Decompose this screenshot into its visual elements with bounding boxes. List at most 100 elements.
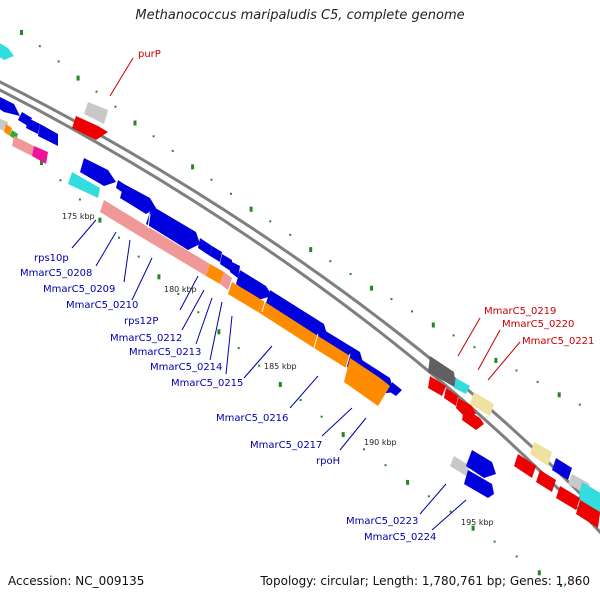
map-title: Methanococcus maripaludis C5, complete g… bbox=[135, 8, 465, 23]
gc-dot bbox=[152, 135, 155, 138]
feature-khaki bbox=[470, 392, 494, 416]
feature-pink bbox=[220, 272, 232, 290]
gc-dot bbox=[98, 217, 102, 223]
gc-dot bbox=[560, 585, 562, 587]
gc-dot bbox=[114, 105, 117, 108]
feature-blue bbox=[236, 270, 272, 300]
gc-dot bbox=[427, 495, 430, 498]
tick-label: 195 kbp bbox=[461, 518, 494, 527]
gc-dot bbox=[217, 329, 221, 335]
gc-dot bbox=[320, 415, 323, 418]
tick-label: 175 kbp bbox=[62, 212, 95, 221]
gc-dot bbox=[157, 274, 161, 280]
gc-dot bbox=[384, 464, 387, 467]
gc-dot bbox=[137, 255, 140, 258]
gc-content-track bbox=[20, 30, 581, 587]
gc-dot bbox=[278, 382, 282, 387]
feature-gray bbox=[84, 102, 108, 124]
feature-blue bbox=[116, 180, 124, 192]
gene-label: MmarC5_0213 bbox=[129, 347, 201, 358]
feature-magenta bbox=[32, 146, 48, 164]
gc-dot bbox=[177, 292, 180, 295]
gc-dot bbox=[230, 192, 232, 195]
gc-dot bbox=[349, 273, 352, 275]
feature-blue bbox=[120, 184, 156, 214]
feature-blue bbox=[26, 118, 40, 134]
feature-blue bbox=[466, 450, 496, 478]
gc-dot bbox=[258, 364, 261, 367]
feature-orange bbox=[314, 336, 350, 368]
gc-dot bbox=[494, 357, 498, 363]
feature-cyan bbox=[454, 378, 470, 394]
gene-label: MmarC5_0220 bbox=[502, 319, 574, 330]
feature-blue bbox=[210, 246, 222, 262]
gene-labels: purP rps10p MmarC5_0208 MmarC5_0209 Mmar… bbox=[20, 49, 594, 543]
position-ticks: 175 kbp 180 kbp 185 kbp 190 kbp 195 kbp bbox=[62, 212, 494, 527]
feature-red bbox=[456, 398, 476, 416]
gc-dot bbox=[191, 164, 195, 170]
gc-dot bbox=[249, 206, 253, 212]
gc-dot bbox=[57, 60, 60, 63]
feature-red bbox=[576, 500, 600, 528]
gene-label: MmarC5_0219 bbox=[484, 306, 556, 317]
feature-red bbox=[462, 408, 484, 430]
gc-dot bbox=[449, 510, 452, 513]
gc-dot bbox=[20, 30, 23, 35]
feature-blue bbox=[0, 97, 20, 116]
feature-khaki bbox=[530, 442, 552, 466]
gc-dot bbox=[341, 432, 345, 438]
gene-label: MmarC5_0217 bbox=[250, 440, 322, 451]
gc-dot bbox=[40, 160, 43, 165]
feature-red bbox=[428, 376, 446, 396]
gc-dot bbox=[299, 399, 302, 401]
feature-red bbox=[72, 116, 108, 140]
gc-dot bbox=[95, 90, 98, 93]
feature-pink bbox=[136, 222, 210, 276]
gene-label: MmarC5_0209 bbox=[43, 284, 115, 295]
gc-dot bbox=[536, 380, 539, 383]
feature-blue bbox=[464, 470, 494, 498]
feature-cyan bbox=[578, 482, 600, 514]
summary-text: Topology: circular; Length: 1,780,761 bp… bbox=[260, 574, 590, 588]
gene-label: rps12P bbox=[124, 316, 158, 327]
gc-dot bbox=[59, 179, 62, 182]
gc-dot bbox=[406, 479, 410, 485]
gene-label: MmarC5_0212 bbox=[110, 333, 182, 344]
feature-red bbox=[444, 388, 458, 406]
feature-blue bbox=[552, 458, 572, 480]
feature-orange bbox=[344, 358, 390, 406]
gc-dot bbox=[133, 120, 137, 126]
gc-dot bbox=[329, 260, 332, 263]
feature-gray bbox=[450, 456, 470, 476]
gc-dot bbox=[38, 45, 41, 48]
feature-pink bbox=[100, 200, 140, 234]
feature-red bbox=[556, 486, 580, 510]
gene-label: MmarC5_0214 bbox=[150, 362, 222, 373]
gc-dot bbox=[363, 448, 365, 451]
gc-dot bbox=[473, 346, 476, 349]
gc-dot bbox=[452, 334, 455, 337]
feature-darkgray bbox=[428, 356, 456, 388]
gene-label: MmarC5_0223 bbox=[346, 516, 418, 527]
gc-dot bbox=[78, 198, 81, 201]
feature-blue bbox=[38, 124, 58, 146]
feature-blue bbox=[390, 382, 402, 396]
gene-label: rpoH bbox=[316, 456, 340, 467]
gc-dot bbox=[370, 285, 373, 291]
feature-blue bbox=[80, 158, 116, 186]
feature-blue bbox=[198, 238, 212, 256]
gene-label: purP bbox=[138, 49, 161, 60]
feature-blue bbox=[230, 262, 240, 278]
gene-label: rps10p bbox=[34, 253, 69, 264]
gc-dot bbox=[515, 369, 518, 372]
gc-dot bbox=[171, 149, 174, 152]
gc-dot bbox=[309, 247, 313, 253]
feature-cyan bbox=[0, 43, 14, 60]
feature-blue bbox=[146, 206, 200, 250]
gc-dot bbox=[197, 311, 200, 314]
feature-red bbox=[514, 454, 536, 478]
feature-blue bbox=[264, 290, 328, 344]
feature-blue bbox=[220, 254, 232, 272]
gc-dot bbox=[471, 525, 475, 531]
